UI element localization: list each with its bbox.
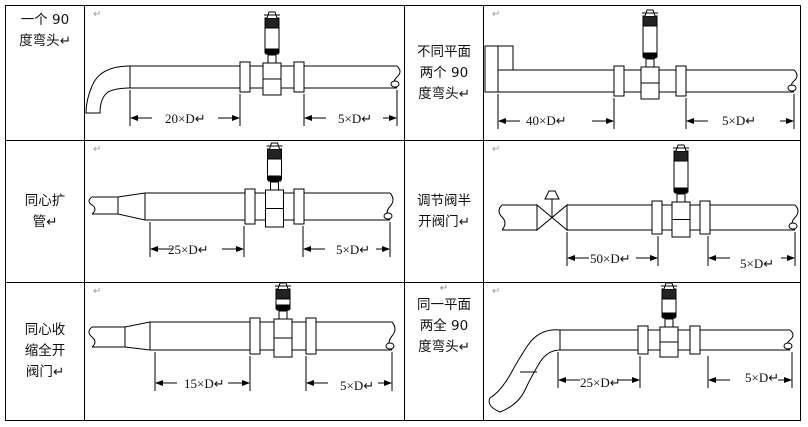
- label-cell-two-elbows-same-plane: ↵ 同一平面 两全 90 度弯头↵: [404, 282, 484, 421]
- diagram-cell-concentric-expander: ↵: [84, 140, 405, 283]
- label-line: 两全 90: [419, 318, 469, 334]
- label-line: 阀门↵: [25, 364, 65, 380]
- label-line: 开阀门↵: [418, 213, 470, 230]
- label-line: 同心收: [24, 322, 66, 338]
- label-line: 度弯头↵: [418, 339, 470, 355]
- diagram-cell-half-open-valve: ↵: [483, 140, 801, 283]
- paragraph-mark: ↵: [492, 9, 501, 20]
- label-cell-concentric-reducer-open-valve: 同心收 缩全开 阀门↵: [5, 282, 85, 421]
- paragraph-mark: ↵: [492, 286, 501, 297]
- label-line: 不同平面: [417, 43, 471, 60]
- label-line: 同一平面: [417, 297, 471, 313]
- paragraph-mark: ↵: [439, 283, 449, 294]
- label-line: 度弯头↵: [19, 33, 71, 49]
- label-line: 度弯头↵: [418, 85, 470, 102]
- paragraph-mark: ↵: [492, 144, 501, 155]
- paragraph-mark: ↵: [93, 144, 102, 155]
- label-cell-two-elbows-different-planes: 不同平面 两个 90 度弯头↵: [404, 5, 484, 141]
- label-line: 两个 90: [419, 64, 469, 81]
- label-cell-half-open-valve: 调节阀半 开阀门↵: [404, 140, 484, 283]
- diagram-cell-concentric-reducer-open-valve: ↵: [84, 282, 405, 421]
- diagram-cell-two-elbows-same-plane: ↵: [483, 282, 801, 421]
- label-line: 同心扩: [24, 192, 66, 209]
- label-line: 管↵: [32, 213, 58, 230]
- label-line: 一个 90: [20, 12, 70, 28]
- label-cell-concentric-expander: 同心扩 管↵: [5, 140, 85, 283]
- diagram-cell-one-90-elbow: ↵: [84, 5, 405, 141]
- label-line: 调节阀半: [417, 192, 471, 209]
- paragraph-mark: ↵: [93, 286, 102, 297]
- label-line: 缩全开: [24, 343, 66, 359]
- paragraph-mark: ↵: [93, 9, 102, 20]
- label-cell-one-90-elbow: 一个 90 度弯头↵: [5, 5, 85, 141]
- diagram-cell-two-elbows-different-planes: ↵: [483, 5, 801, 141]
